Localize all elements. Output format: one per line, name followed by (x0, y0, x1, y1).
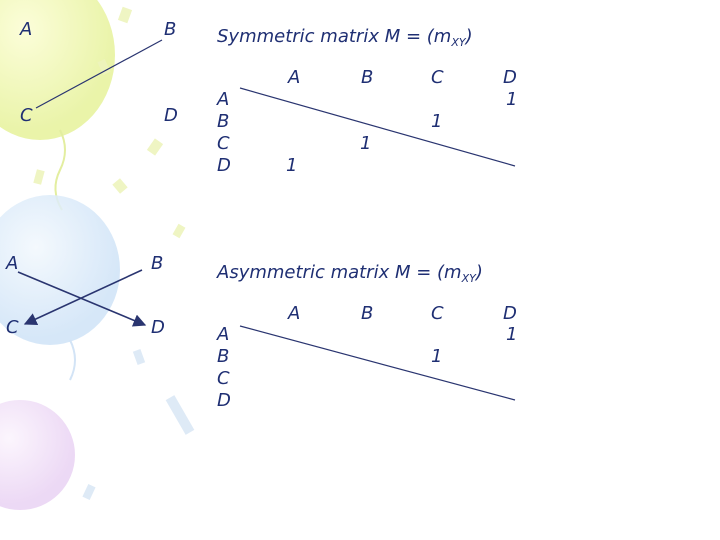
asymmetric-matrix-title: Asymmetric matrix M = (mXY) (217, 262, 483, 290)
asymmetric-col-header-c: C (431, 304, 444, 324)
top-node-c: C (20, 106, 33, 126)
top-node-d: D (164, 106, 178, 126)
asymmetric-col-header-a: A (288, 304, 300, 324)
top-edge-b-c (36, 40, 162, 108)
asymmetric-row-header-c: C (217, 369, 230, 389)
asymmetric-col-header-b: B (361, 304, 373, 324)
symmetric-row-header-d: D (217, 156, 231, 176)
asymmetric-cell-b-c: 1 (431, 347, 442, 367)
asymmetric-row-header-d: D (217, 391, 231, 411)
symmetric-matrix-title: Symmetric matrix M = (mXY) (217, 26, 473, 54)
symmetric-col-header-d: D (503, 68, 517, 88)
asymmetric-cell-a-d: 1 (506, 325, 517, 345)
symmetric-cell-a-d: 1 (506, 90, 517, 110)
symmetric-cell-b-c: 1 (431, 112, 442, 132)
bottom-node-a: A (6, 254, 18, 274)
symmetric-col-header-b: B (361, 68, 373, 88)
symmetric-cell-d-a: 1 (286, 156, 297, 176)
symmetric-row-header-a: A (217, 90, 229, 110)
top-node-b: B (164, 20, 176, 40)
symmetric-cell-c-b: 1 (360, 134, 371, 154)
symmetric-col-header-c: C (431, 68, 444, 88)
bottom-node-c: C (6, 318, 19, 338)
bottom-node-b: B (151, 254, 163, 274)
top-node-a: A (20, 20, 32, 40)
bottom-node-d: D (151, 318, 165, 338)
asymmetric-row-header-b: B (217, 347, 229, 367)
symmetric-diagonal-line (240, 88, 515, 166)
symmetric-col-header-a: A (288, 68, 300, 88)
asymmetric-row-header-a: A (217, 325, 229, 345)
symmetric-row-header-c: C (217, 134, 230, 154)
asymmetric-diagonal-line (240, 326, 515, 400)
symmetric-row-header-b: B (217, 112, 229, 132)
asymmetric-col-header-d: D (503, 304, 517, 324)
